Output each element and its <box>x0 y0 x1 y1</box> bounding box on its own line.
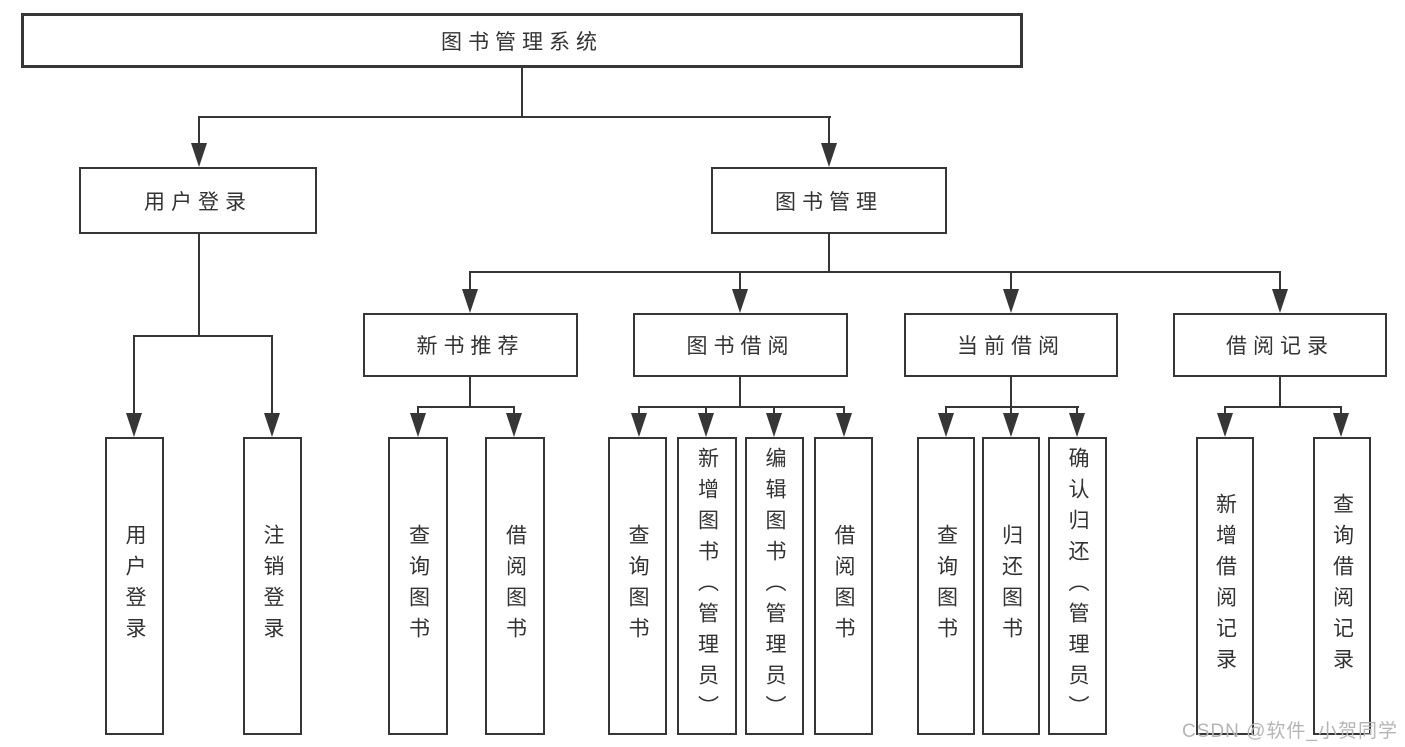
node-borrow-record: 借阅记录 <box>1173 313 1387 377</box>
node-label: 用户登录 <box>144 190 252 214</box>
connector-vline <box>469 377 471 408</box>
connector-vline <box>1279 271 1281 292</box>
arrowhead-down-icon <box>191 143 207 167</box>
connector-vline <box>843 406 845 416</box>
leaf-query-books-current: 查询图书 <box>917 437 975 735</box>
connector-hline <box>945 406 1079 408</box>
leaf-query-books-recommend: 查询图书 <box>388 437 448 735</box>
leaf-add-books-admin: 新增图书（管理员） <box>677 437 737 735</box>
connector-vline <box>271 335 273 415</box>
arrowhead-down-icon <box>1003 289 1019 313</box>
arrowhead-down-icon <box>1333 413 1349 437</box>
connector-vline <box>1340 406 1342 416</box>
arrowhead-down-icon <box>732 289 748 313</box>
arrowhead-down-icon <box>631 413 647 437</box>
connector-vline <box>828 234 830 273</box>
leaf-label: 借阅图书 <box>503 524 527 648</box>
connector-vline <box>198 116 200 146</box>
node-user-login: 用户登录 <box>79 167 317 234</box>
connector-vline <box>1010 271 1012 292</box>
node-new-book-recommend: 新书推荐 <box>363 313 578 377</box>
leaf-label: 查询借阅记录 <box>1330 493 1354 679</box>
node-label: 当前借阅 <box>957 335 1065 358</box>
leaf-label: 注销登录 <box>261 524 285 648</box>
arrowhead-down-icon <box>698 413 714 437</box>
node-label: 新书推荐 <box>416 335 525 358</box>
arrowhead-down-icon <box>410 413 426 437</box>
node-library-system: 图书管理系统 <box>21 13 1023 68</box>
leaf-label: 确认归还（管理员） <box>1066 446 1090 726</box>
arrowhead-down-icon <box>938 413 954 437</box>
leaf-label: 借阅图书 <box>832 524 856 648</box>
connector-hline <box>638 406 845 408</box>
connector-vline <box>638 406 640 416</box>
connector-vline <box>828 116 830 146</box>
connector-hline <box>1224 406 1342 408</box>
connector-vline <box>1279 377 1281 408</box>
arrowhead-down-icon <box>1003 413 1019 437</box>
leaf-borrow-books-recommend: 借阅图书 <box>485 437 545 735</box>
leaf-label: 查询图书 <box>626 524 650 648</box>
connector-hline <box>198 116 831 118</box>
leaf-label: 查询图书 <box>934 524 958 648</box>
connector-vline <box>417 406 419 416</box>
arrowhead-down-icon <box>1217 413 1233 437</box>
node-current-borrow: 当前借阅 <box>904 313 1118 377</box>
connector-vline <box>739 271 741 292</box>
connector-vline <box>1010 406 1012 416</box>
connector-vline <box>198 234 200 337</box>
leaf-edit-books-admin: 编辑图书（管理员） <box>745 437 804 735</box>
leaf-logout: 注销登录 <box>243 437 302 735</box>
node-label: 图书借阅 <box>686 335 795 358</box>
connector-vline <box>513 406 515 416</box>
arrowhead-down-icon <box>821 143 837 167</box>
leaf-confirm-return-admin: 确认归还（管理员） <box>1048 437 1107 735</box>
connector-vline <box>945 406 947 416</box>
node-label: 图书管理 <box>775 190 883 214</box>
node-label: 借阅记录 <box>1226 335 1334 358</box>
leaf-label: 新增图书（管理员） <box>695 446 719 726</box>
connector-hline <box>133 335 273 337</box>
connector-vline <box>1076 406 1078 416</box>
leaf-user-login: 用户登录 <box>105 437 164 735</box>
leaf-label: 编辑图书（管理员） <box>763 446 787 726</box>
leaf-borrow-books: 借阅图书 <box>814 437 873 735</box>
arrowhead-down-icon <box>1069 413 1085 437</box>
connector-hline <box>417 406 515 408</box>
connector-vline <box>705 406 707 416</box>
leaf-return-books: 归还图书 <box>982 437 1040 735</box>
watermark-text: CSDN @软件_小贺同学 <box>1182 721 1398 742</box>
arrowhead-down-icon <box>264 413 280 437</box>
arrowhead-down-icon <box>462 289 478 313</box>
leaf-query-borrow-record: 查询借阅记录 <box>1313 437 1371 735</box>
connector-vline <box>1224 406 1226 416</box>
connector-vline <box>469 271 471 292</box>
connector-vline <box>773 406 775 416</box>
arrowhead-down-icon <box>836 413 852 437</box>
connector-vline <box>1010 377 1012 408</box>
connector-vline <box>739 377 741 408</box>
node-book-management: 图书管理 <box>711 167 947 234</box>
node-book-borrow: 图书借阅 <box>633 313 848 377</box>
node-label: 图书管理系统 <box>441 30 603 54</box>
arrowhead-down-icon <box>766 413 782 437</box>
leaf-label: 查询图书 <box>406 524 430 648</box>
leaf-query-books-borrow: 查询图书 <box>608 437 667 735</box>
connector-vline <box>521 67 523 117</box>
leaf-label: 新增借阅记录 <box>1213 493 1237 679</box>
arrowhead-down-icon <box>1272 289 1288 313</box>
leaf-label: 归还图书 <box>999 524 1023 648</box>
leaf-label: 用户登录 <box>123 524 147 648</box>
connector-vline <box>133 335 135 415</box>
arrowhead-down-icon <box>126 413 142 437</box>
connector-hline <box>469 271 1281 273</box>
arrowhead-down-icon <box>506 413 522 437</box>
leaf-add-borrow-record: 新增借阅记录 <box>1196 437 1254 735</box>
